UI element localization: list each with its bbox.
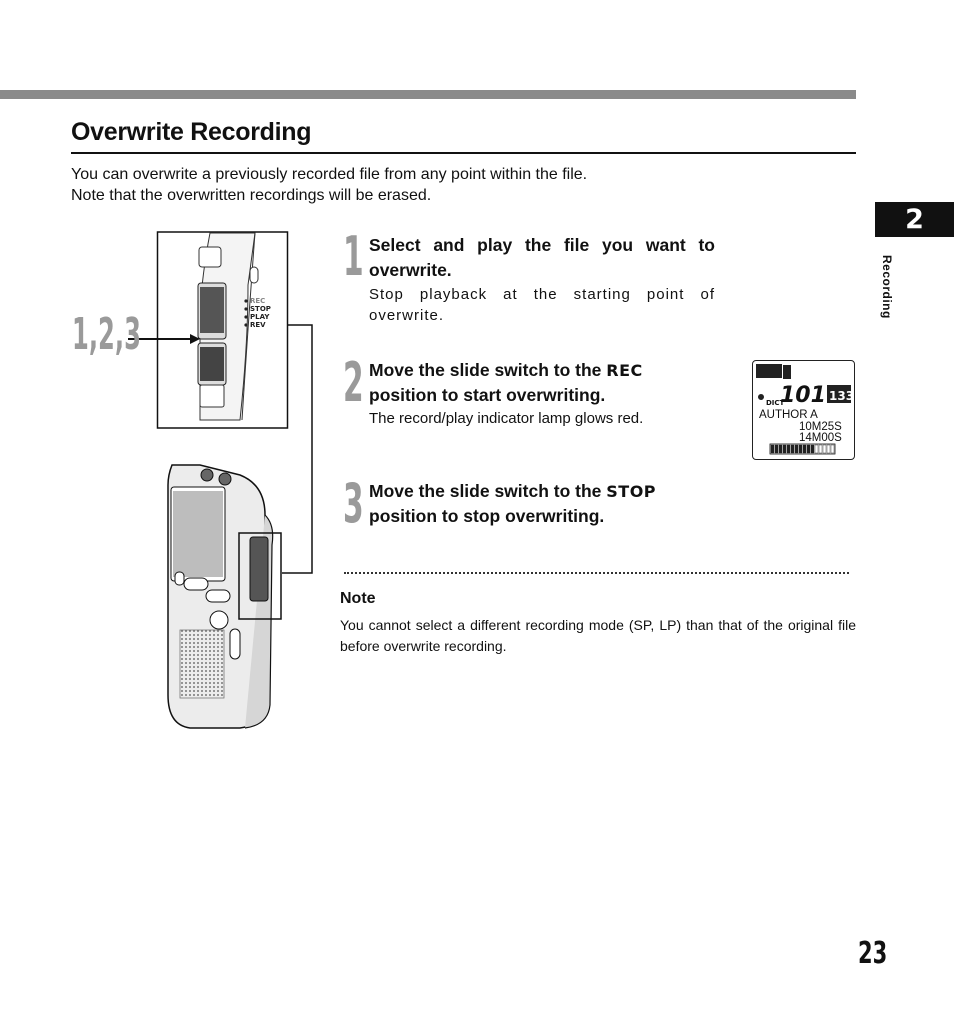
recorder-body: [167, 464, 282, 729]
chapter-label-text: Recording: [880, 255, 894, 319]
recorder-illustration: REC STOP PLAY REV: [128, 231, 313, 729]
lcd-file-number: 101: [780, 383, 826, 408]
lcd-level-segment: [782, 444, 787, 454]
lcd-level-segment: [830, 444, 835, 454]
chapter-tab: 2: [875, 202, 954, 237]
page-title: Overwrite Recording: [71, 118, 312, 146]
top-rule: [0, 90, 856, 99]
switch-label-stop: STOP: [250, 305, 271, 313]
lcd-level-segment: [790, 444, 795, 454]
lcd-level-segment: [798, 444, 803, 454]
switch-label-play: PLAY: [250, 313, 270, 321]
step-3-heading-pre: Move the slide switch to the: [369, 481, 607, 501]
step-2-number: 2: [343, 351, 364, 414]
title-underline: [71, 152, 856, 154]
intro-text: You can overwrite a previously recorded …: [71, 164, 587, 206]
lcd-display: 101 133 DICT AUTHOR A 10M25S 14M00S: [752, 360, 855, 460]
intro-line-2: Note that the overwritten recordings wil…: [71, 187, 432, 204]
connector-line: [282, 324, 313, 574]
switch-closeup: [197, 232, 259, 421]
lcd-level-segment: [786, 444, 791, 454]
intro-line-1: You can overwrite a previously recorded …: [71, 166, 588, 183]
mic-icon: [758, 394, 764, 400]
figure-callout-label: 1,2,3: [72, 309, 141, 360]
note-heading: Note: [340, 590, 376, 607]
step-2-body: The record/play indicator lamp glows red…: [369, 410, 644, 427]
lcd-elapsed-time: 10M25S: [799, 421, 842, 433]
step-2-keyword: REC: [606, 361, 643, 380]
lcd-level-segment: [774, 444, 779, 454]
step-1-number: 1: [343, 225, 364, 288]
step-1-body: Stop playback at the starting point of o…: [369, 286, 715, 324]
note-body: You cannot select a different recording …: [340, 617, 856, 654]
switch-label-rev: REV: [250, 321, 266, 329]
chapter-side-label: Recording: [872, 255, 900, 345]
lcd-author: AUTHOR A: [759, 409, 818, 421]
lcd-level-segment: [822, 444, 827, 454]
lcd-level-segment: [802, 444, 807, 454]
step-2-heading-pre: Move the slide switch to the: [369, 360, 607, 380]
callout-arrowhead: [190, 334, 200, 344]
lcd-level-segment: [818, 444, 823, 454]
step-3-number: 3: [343, 472, 364, 535]
lcd-level-segment: [814, 444, 819, 454]
step-3-keyword: STOP: [606, 482, 657, 501]
lcd-level-segment: [810, 444, 815, 454]
lcd-level-meter: [769, 443, 836, 455]
step-2-heading: Move the slide switch to the REC positio…: [369, 358, 715, 408]
lcd-level-frame: [769, 443, 836, 455]
lcd-total-files: 133: [829, 389, 854, 403]
page-number: 23: [858, 936, 888, 971]
switch-label-rec: REC: [250, 297, 265, 305]
lcd-level-segment: [794, 444, 799, 454]
lcd-mode-label: DICT: [766, 399, 785, 407]
lcd-status-icons: [756, 364, 782, 378]
lcd-level-segment: [806, 444, 811, 454]
lcd-remaining-time: 14M00S: [799, 432, 842, 444]
step-2-heading-post: position to start overwriting.: [369, 385, 606, 405]
step-3-heading-post: position to stop overwriting.: [369, 506, 605, 526]
lcd-level-segment: [770, 444, 775, 454]
lcd-level-segment: [826, 444, 831, 454]
note-divider: [344, 572, 849, 574]
switch-highlight: [238, 532, 282, 620]
step-1-heading: Select and play the file you want to ove…: [369, 235, 715, 280]
lcd-level-segment: [778, 444, 783, 454]
step-3-heading: Move the slide switch to the STOP positi…: [369, 479, 715, 529]
